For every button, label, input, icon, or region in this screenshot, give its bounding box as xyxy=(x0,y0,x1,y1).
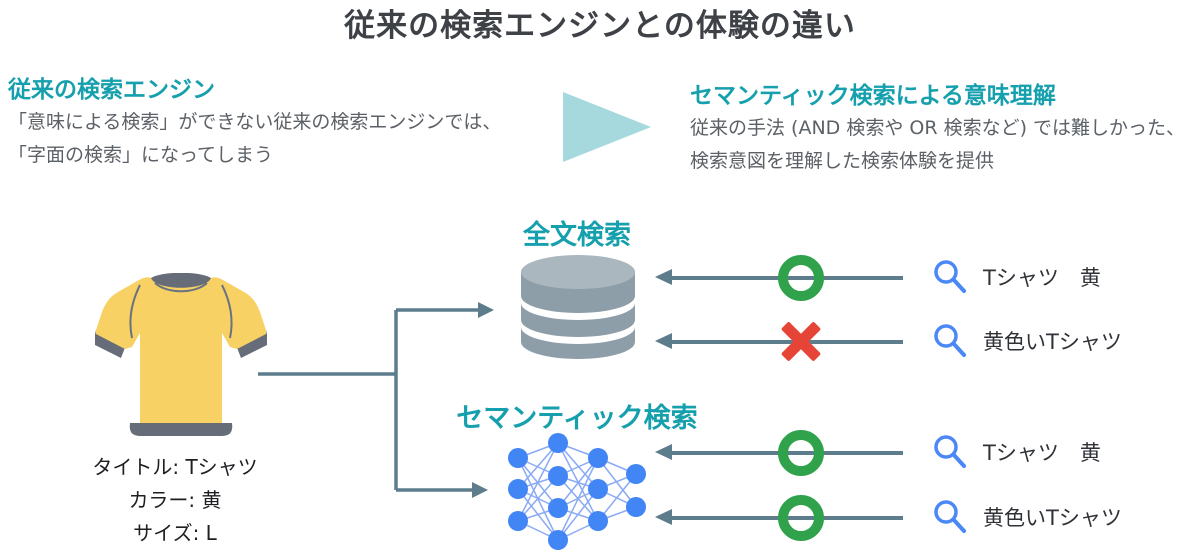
semantic-search-label: セマンティック検索 xyxy=(456,403,698,434)
magnifier-icon xyxy=(934,324,966,357)
query-text: Tシャツ 黄 xyxy=(983,441,1101,465)
semantic-search-heading: セマンティック検索による意味理解 xyxy=(690,83,1056,109)
query-row: Tシャツ 黄 xyxy=(655,255,1200,301)
right-triangle-arrow-icon xyxy=(563,92,651,162)
page-title: 従来の検索エンジンとの体験の違い xyxy=(344,8,856,44)
neural-network-icon xyxy=(508,433,646,550)
match-circle-icon xyxy=(778,495,824,541)
traditional-search-description: 「意味による検索」ができない従来の検索エンジンでは、 「字面の検索」になってしま… xyxy=(8,111,502,166)
tshirt-icon xyxy=(95,273,267,436)
product-metadata-labels: タイトル: Tシャツ カラー: 黄 サイズ: L xyxy=(92,455,258,545)
traditional-search-heading: 従来の検索エンジン xyxy=(8,77,215,103)
left-arrowhead-icon xyxy=(655,269,672,285)
magnifier-icon xyxy=(934,260,966,293)
arrow-line xyxy=(667,340,903,344)
left-arrowhead-icon xyxy=(655,509,672,525)
semantic-search-description: 従来の手法 (AND 検索や OR 検索など) では難しかった、 検索意図を理解… xyxy=(690,117,1186,172)
left-arrowhead-icon xyxy=(655,333,672,349)
query-text: Tシャツ 黄 xyxy=(983,266,1101,290)
query-row: Tシャツ 黄 xyxy=(655,430,1200,476)
magnifier-icon xyxy=(934,500,966,533)
match-circle-icon xyxy=(778,255,824,301)
magnifier-icon xyxy=(934,435,966,468)
query-text: 黄色いTシャツ xyxy=(983,506,1122,530)
left-arrowhead-icon xyxy=(655,444,672,460)
query-row: 黄色いTシャツ xyxy=(655,319,1200,365)
match-circle-icon xyxy=(778,430,824,476)
database-icon xyxy=(521,255,635,359)
branch-connector-arrows xyxy=(258,302,494,498)
fulltext-search-label: 全文検索 xyxy=(523,220,631,251)
no-match-cross-icon xyxy=(778,319,824,365)
query-text: 黄色いTシャツ xyxy=(983,330,1122,354)
query-row: 黄色いTシャツ xyxy=(655,495,1200,541)
